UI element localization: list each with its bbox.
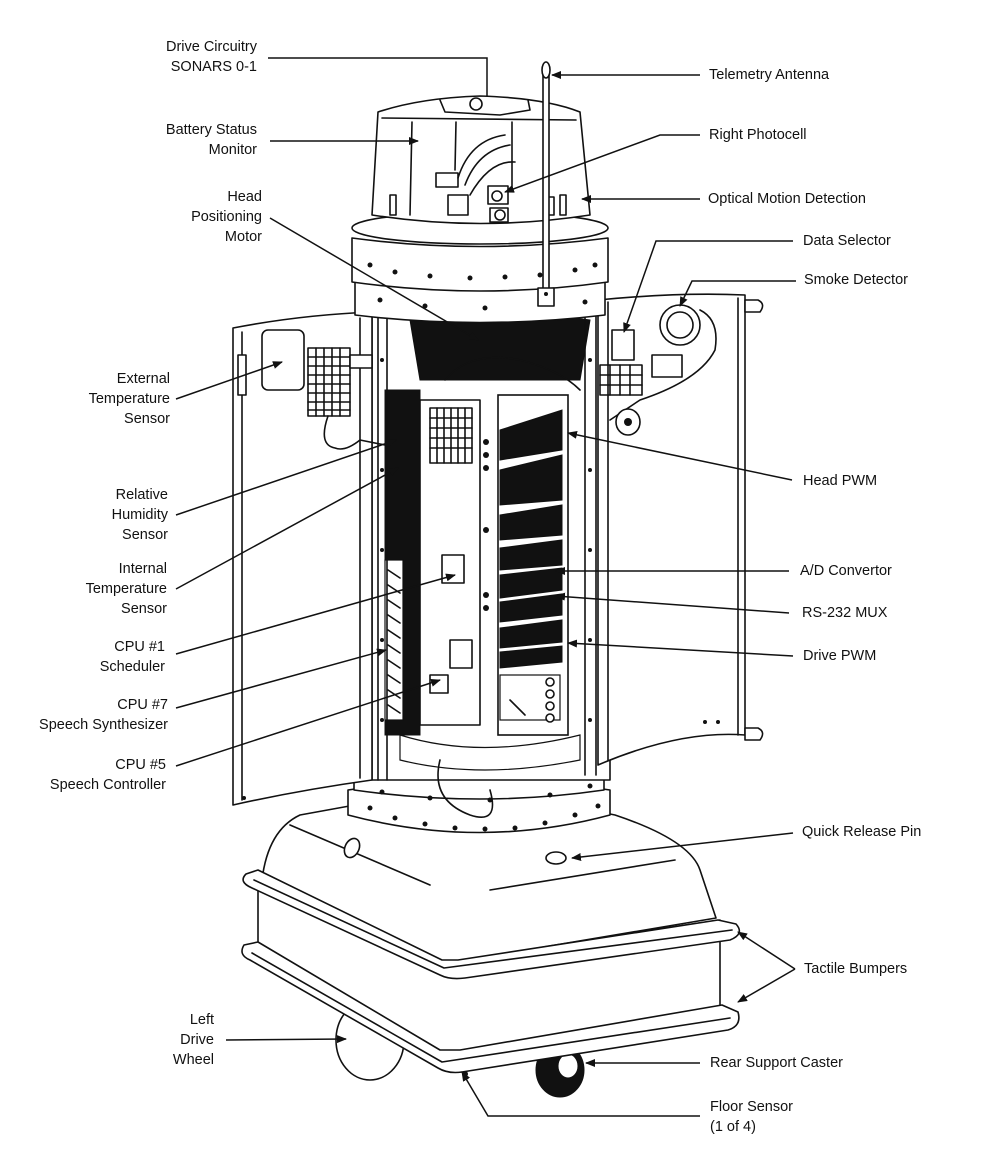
label-cpu-5-speech-controller: CPU #5 Speech Controller bbox=[50, 755, 166, 795]
label-line: Internal bbox=[118, 561, 167, 577]
quick-release-pin-right bbox=[545, 851, 567, 865]
label-line: Relative bbox=[115, 487, 168, 503]
label-line: CPU #7 bbox=[117, 697, 168, 713]
label-line: Head bbox=[227, 189, 262, 205]
label-telemetry-antenna: Telemetry Antenna bbox=[709, 65, 829, 85]
label-line: Humidity bbox=[111, 507, 168, 523]
label-line: Data Selector bbox=[803, 233, 891, 249]
upper-tactile-bumper bbox=[242, 869, 741, 980]
label-line: Head PWM bbox=[803, 473, 878, 489]
data-selector-shape bbox=[611, 329, 635, 361]
label-line: Motor bbox=[224, 229, 262, 245]
label-line: Temperature bbox=[88, 391, 170, 407]
label-line: SONARS 0-1 bbox=[170, 59, 257, 75]
label-right-photocell: Right Photocell bbox=[709, 125, 807, 145]
label-line: Right Photocell bbox=[709, 127, 807, 143]
label-line: Quick Release Pin bbox=[802, 824, 922, 840]
label-line: Positioning bbox=[191, 209, 262, 225]
label-quick-release-pin: Quick Release Pin bbox=[802, 822, 921, 842]
label-line: Tactile Bumpers bbox=[804, 961, 908, 977]
label-line: Floor Sensor bbox=[710, 1099, 794, 1115]
label-line: Sensor bbox=[124, 411, 170, 427]
label-head-pwm: Head PWM bbox=[803, 471, 877, 491]
label-tactile-bumpers: Tactile Bumpers bbox=[804, 959, 907, 979]
label-line: Sensor bbox=[121, 601, 167, 617]
label-floor-sensor: Floor Sensor (1 of 4) bbox=[710, 1097, 793, 1137]
label-line: CPU #1 bbox=[114, 639, 165, 655]
quick-release-pin-left bbox=[343, 837, 361, 859]
robot-base bbox=[241, 804, 741, 1098]
label-line: Wheel bbox=[172, 1052, 214, 1068]
label-line: RS-232 MUX bbox=[802, 605, 888, 621]
label-internal-temperature-sensor: Internal Temperature Sensor bbox=[86, 559, 167, 619]
label-line: Speech Synthesizer bbox=[39, 717, 168, 733]
card-rack bbox=[497, 394, 569, 736]
lower-tactile-bumper bbox=[241, 941, 740, 1074]
label-line: Drive PWM bbox=[803, 648, 877, 664]
label-left-drive-wheel: Left Drive Wheel bbox=[173, 1010, 214, 1070]
label-rs232-mux: RS-232 MUX bbox=[802, 603, 887, 623]
right-door bbox=[597, 293, 764, 766]
telemetry-antenna-shape bbox=[537, 61, 555, 307]
label-line: Temperature bbox=[85, 581, 167, 597]
label-line: Rear Support Caster bbox=[710, 1055, 843, 1071]
left-door bbox=[232, 311, 386, 806]
label-battery-status-monitor: Battery Status Monitor bbox=[166, 120, 257, 160]
label-cpu-7-speech-synthesizer: CPU #7 Speech Synthesizer bbox=[39, 695, 168, 735]
label-head-positioning-motor: Head Positioning Motor bbox=[191, 187, 262, 247]
label-line: Battery Status bbox=[165, 122, 257, 138]
leader-lines-right bbox=[461, 71, 796, 1117]
label-line: Optical Motion Detection bbox=[708, 191, 866, 207]
label-rear-support-caster: Rear Support Caster bbox=[710, 1053, 843, 1073]
label-line: Left bbox=[189, 1012, 214, 1028]
label-line: External bbox=[116, 371, 170, 387]
connector-strip bbox=[384, 559, 404, 721]
label-data-selector: Data Selector bbox=[803, 231, 891, 251]
label-line: Scheduler bbox=[99, 659, 165, 675]
label-line: Drive Circuitry bbox=[165, 39, 257, 55]
label-line: CPU #5 bbox=[115, 757, 166, 773]
label-drive-circuitry: Drive Circuitry SONARS 0-1 bbox=[166, 37, 257, 77]
label-ad-convertor: A/D Convertor bbox=[800, 561, 892, 581]
robot-head bbox=[351, 95, 609, 324]
label-line: Smoke Detector bbox=[804, 272, 908, 288]
label-line: Speech Controller bbox=[49, 777, 166, 793]
label-line: Sensor bbox=[122, 527, 168, 543]
leader-lines-left bbox=[175, 57, 488, 1044]
label-line: Monitor bbox=[208, 142, 257, 158]
sensor-grid bbox=[307, 347, 351, 417]
label-smoke-detector: Smoke Detector bbox=[804, 270, 908, 290]
label-line: (1 of 4) bbox=[710, 1119, 756, 1135]
column-body bbox=[371, 309, 611, 818]
label-line: A/D Convertor bbox=[800, 563, 892, 579]
label-cpu-1-scheduler: CPU #1 Scheduler bbox=[100, 637, 165, 677]
label-optical-motion-detection: Optical Motion Detection bbox=[708, 189, 866, 209]
label-line: Telemetry Antenna bbox=[709, 67, 830, 83]
label-external-temperature-sensor: External Temperature Sensor bbox=[89, 369, 170, 429]
label-line: Drive bbox=[180, 1032, 214, 1048]
label-drive-pwm: Drive PWM bbox=[803, 646, 876, 666]
external-temp-sensor-box bbox=[261, 329, 305, 391]
label-relative-humidity-sensor: Relative Humidity Sensor bbox=[112, 485, 168, 545]
